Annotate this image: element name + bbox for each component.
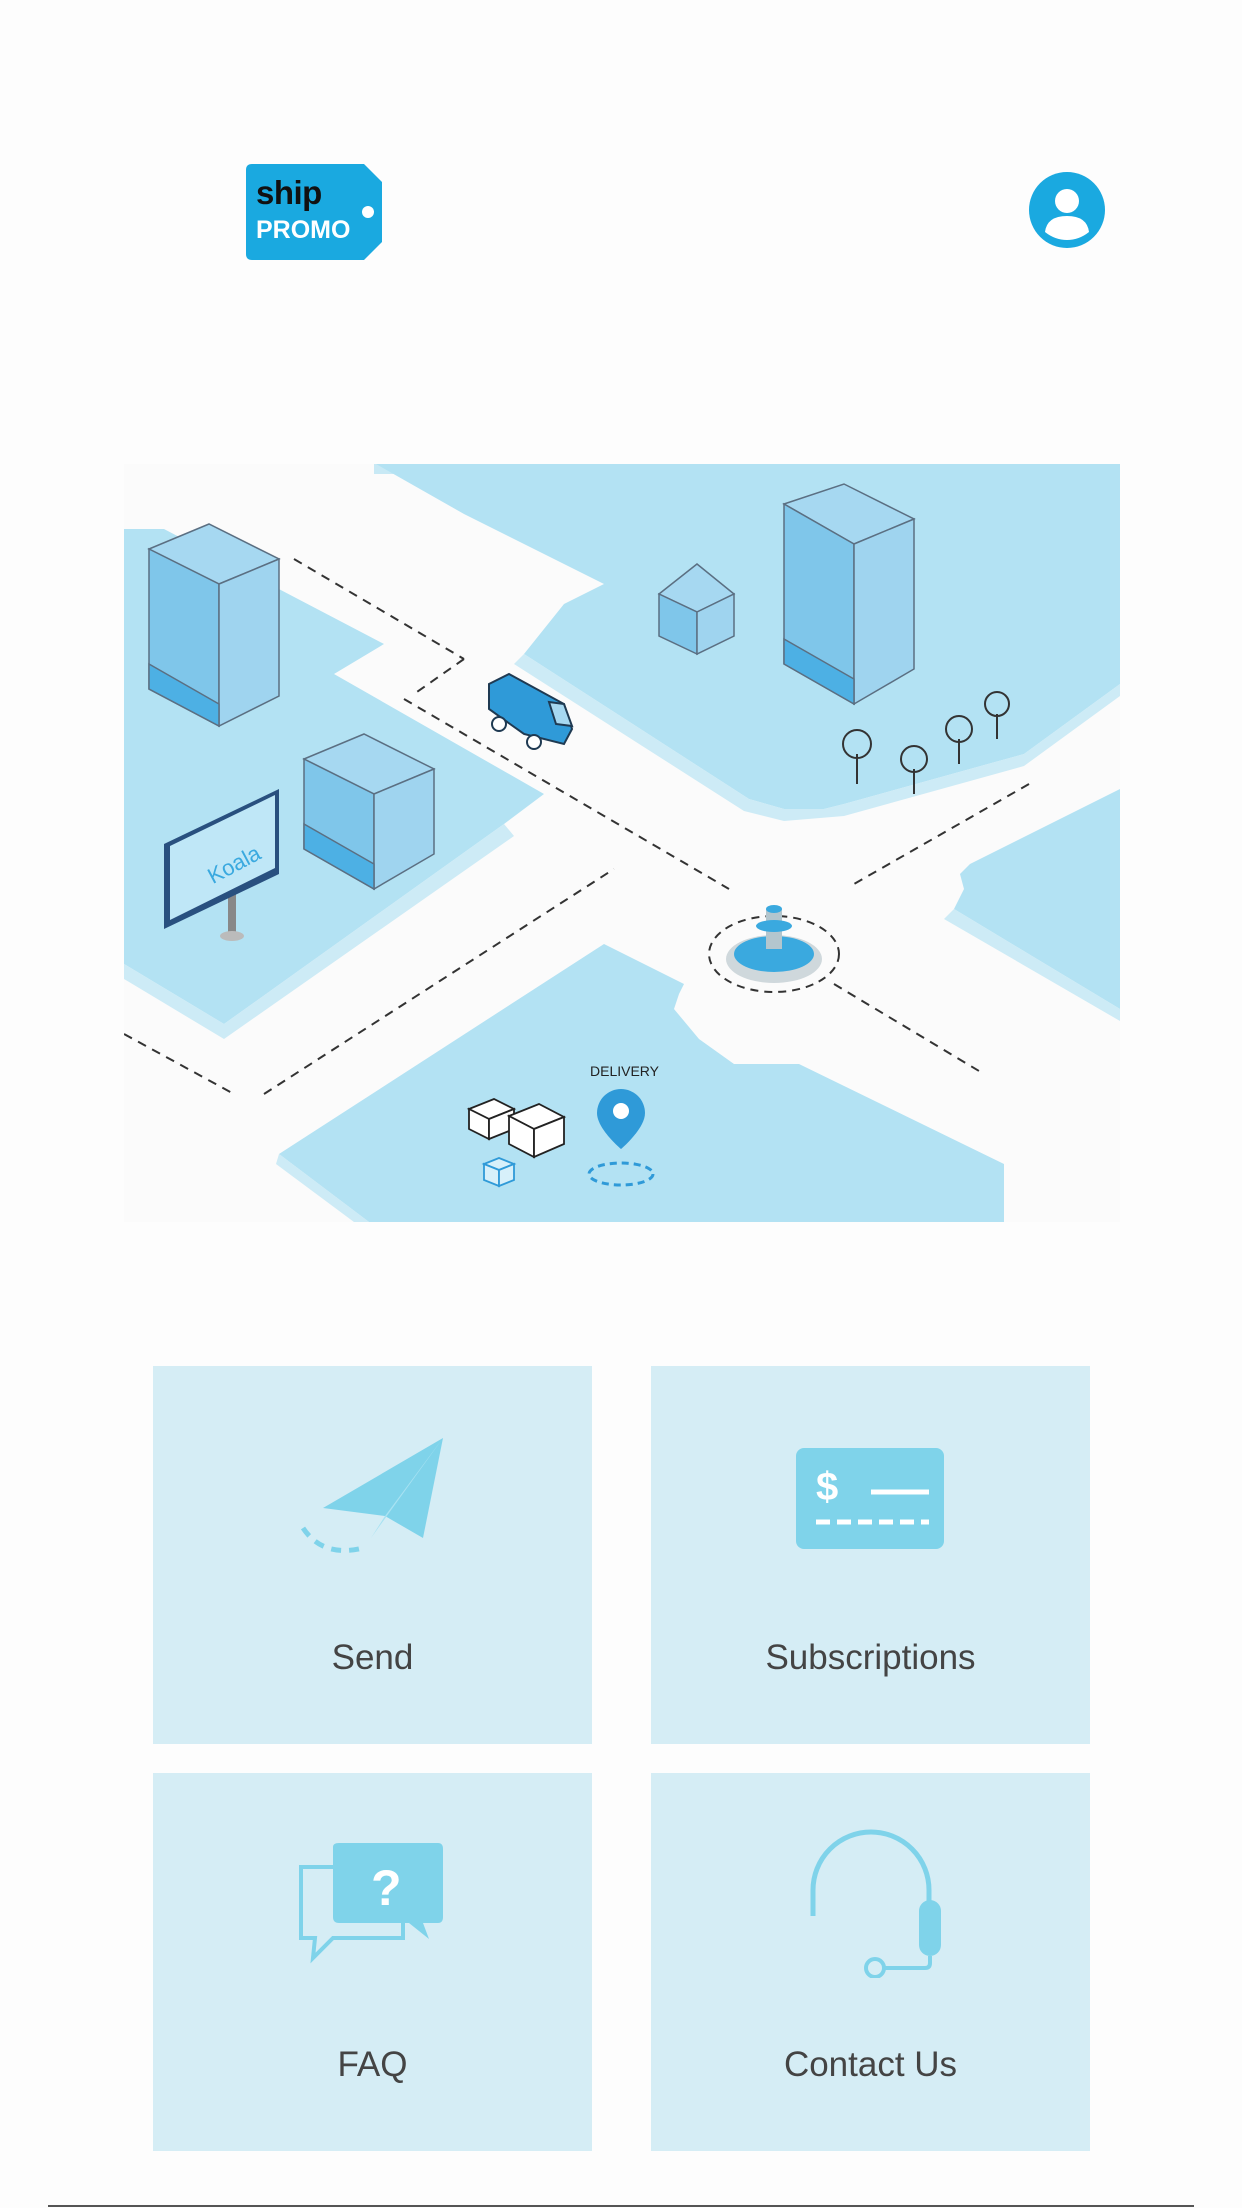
- contact-us-tile[interactable]: Contact Us: [651, 1773, 1090, 2151]
- koala-billboard: Koala: [164, 789, 279, 941]
- user-avatar-icon[interactable]: [1029, 172, 1105, 248]
- subscriptions-tile[interactable]: $ Subscriptions: [651, 1366, 1090, 1744]
- delivery-label: DELIVERY: [590, 1063, 660, 1079]
- headset-icon: [810, 1829, 941, 1978]
- logo-text-promo: PROMO: [256, 216, 351, 244]
- box-stack-icon: [466, 1098, 567, 1159]
- svg-text:$: $: [816, 1465, 838, 1509]
- shippromo-logo: ship PROMO: [246, 164, 382, 260]
- faq-tile[interactable]: ? FAQ: [153, 1773, 592, 2151]
- faq-label: FAQ: [337, 2045, 408, 2084]
- send-label: Send: [331, 1638, 414, 1677]
- subscriptions-label: Subscriptions: [765, 1638, 976, 1677]
- send-tile[interactable]: Send: [153, 1366, 592, 1744]
- fountain: [708, 905, 840, 993]
- bottom-divider: [48, 2205, 1194, 2207]
- paper-plane-icon: [300, 1438, 443, 1553]
- contact-us-label: Contact Us: [783, 2045, 958, 2084]
- logo-text-ship: ship: [256, 174, 322, 211]
- delivery-van: [488, 672, 574, 750]
- hero-city-illustration: Koala DELIVERY: [123, 464, 1120, 1222]
- logo-tag-shape: [246, 164, 382, 260]
- dollar-card-icon: $: [795, 1448, 944, 1549]
- question-chat-icon: ?: [298, 1843, 443, 1964]
- svg-text:?: ?: [371, 1860, 402, 1916]
